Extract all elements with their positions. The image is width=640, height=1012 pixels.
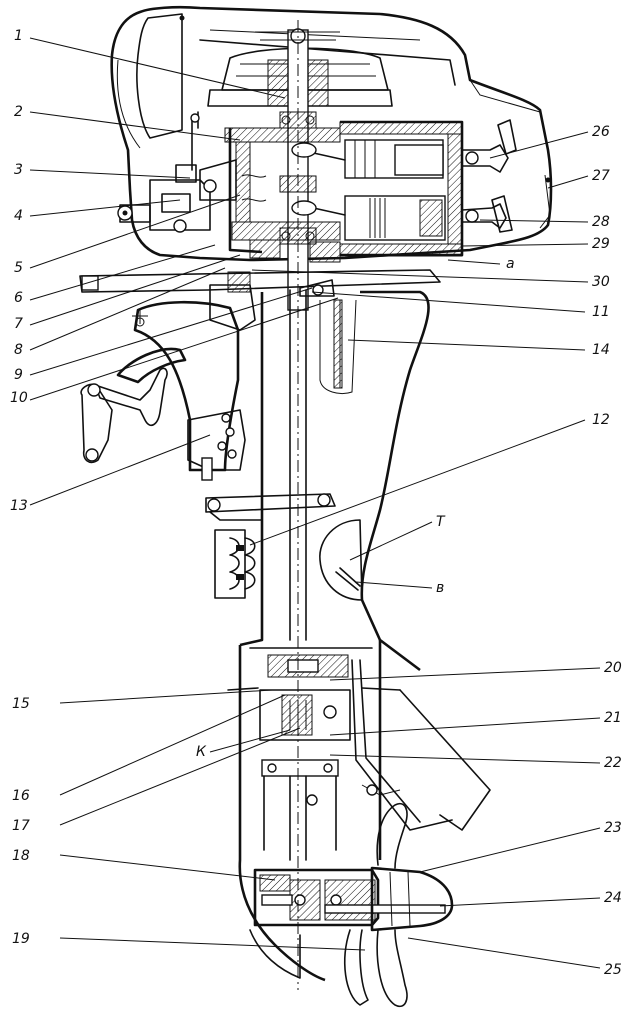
callout-18: 18: [12, 848, 30, 864]
callout-2: 2: [14, 104, 23, 120]
callout-21: 21: [604, 710, 622, 726]
throttle-linkage: [117, 111, 217, 233]
tiller-handle: [80, 347, 187, 464]
callout-5: 5: [14, 260, 23, 276]
callout-10: 10: [10, 390, 28, 406]
callout-12: 12: [592, 412, 610, 428]
mounting-bracket: [79, 269, 441, 472]
callout-v: в: [436, 580, 444, 596]
callout-8: 8: [14, 342, 23, 358]
skeg: [249, 929, 301, 979]
callout-26: 26: [592, 124, 610, 140]
callout-25: 25: [604, 962, 622, 978]
callout-1: 1: [14, 28, 23, 44]
callout-4: 4: [14, 208, 23, 224]
callout-17: 17: [12, 818, 30, 834]
callout-22: 22: [604, 755, 622, 771]
callout-labels: 1 2 3 4 5 6 7 8 9 10 11 12 13 14 15 16 1…: [10, 28, 622, 978]
callout-30: 30: [592, 274, 610, 290]
callout-16: 16: [12, 788, 30, 804]
callout-a: a: [506, 256, 515, 272]
callout-9: 9: [14, 367, 23, 383]
callout-28: 28: [592, 214, 610, 230]
callout-6: 6: [14, 290, 23, 306]
engine-cowling: [110, 5, 553, 262]
swivel-arm: [205, 493, 336, 599]
propeller: [344, 803, 454, 1007]
callout-27: 27: [592, 168, 610, 184]
driveshaft-housing: [239, 279, 430, 672]
callout-K: К: [196, 744, 207, 760]
callout-23: 23: [604, 820, 622, 836]
callout-T: T: [436, 514, 446, 530]
callout-15: 15: [12, 696, 30, 712]
callout-24: 24: [604, 890, 622, 906]
callout-14: 14: [592, 342, 610, 358]
callout-29: 29: [592, 236, 610, 252]
spark-plugs: [461, 119, 551, 233]
lower-gearcase: [227, 640, 491, 982]
callout-7: 7: [14, 316, 23, 332]
callout-11: 11: [592, 304, 610, 320]
callout-20: 20: [604, 660, 622, 676]
exhaust-channel: [319, 519, 363, 601]
crankcase-block: [199, 111, 464, 263]
callout-19: 19: [12, 931, 30, 947]
clamp-bracket: [187, 409, 246, 481]
propeller-shaft: [253, 868, 446, 927]
callout-13: 13: [10, 498, 28, 514]
callout-3: 3: [14, 162, 23, 178]
leader-lines: [29, 37, 601, 969]
